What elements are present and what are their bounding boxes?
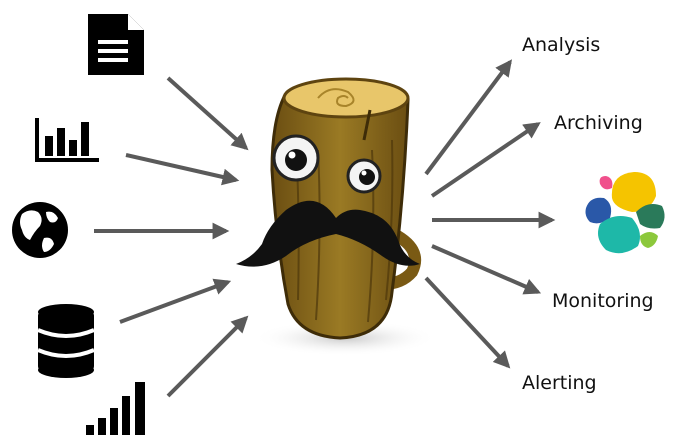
output-label-analysis: Analysis bbox=[522, 34, 601, 56]
input-arrows bbox=[94, 76, 249, 398]
arrow-from-signal bbox=[166, 315, 249, 398]
globe-icon bbox=[12, 202, 68, 258]
left-eye bbox=[272, 134, 320, 182]
output-label-archiving: Archiving bbox=[554, 112, 643, 134]
output-label-monitoring: Monitoring bbox=[552, 290, 654, 312]
arrow-from-database bbox=[119, 278, 232, 324]
arrow-from-chart bbox=[125, 153, 240, 186]
log-top-rings bbox=[282, 77, 410, 119]
logstash-log-mascot-icon bbox=[236, 77, 437, 356]
arrow-to-monitoring bbox=[431, 244, 542, 295]
document-icon bbox=[88, 14, 144, 75]
log-crack bbox=[362, 109, 372, 141]
output-arrows bbox=[424, 59, 556, 369]
database-icon bbox=[37, 304, 95, 378]
signal-bars-icon bbox=[86, 382, 145, 435]
mustache bbox=[236, 200, 420, 267]
arrow-from-document bbox=[166, 76, 249, 151]
arrow-to-analysis bbox=[424, 59, 513, 176]
elasticsearch-logo-icon bbox=[585, 172, 665, 254]
bar-chart-icon bbox=[35, 118, 99, 162]
arrow-to-archiving bbox=[430, 122, 541, 198]
arrow-to-alerting bbox=[424, 276, 511, 369]
right-eye bbox=[346, 158, 382, 194]
output-label-alerting: Alerting bbox=[522, 372, 597, 394]
